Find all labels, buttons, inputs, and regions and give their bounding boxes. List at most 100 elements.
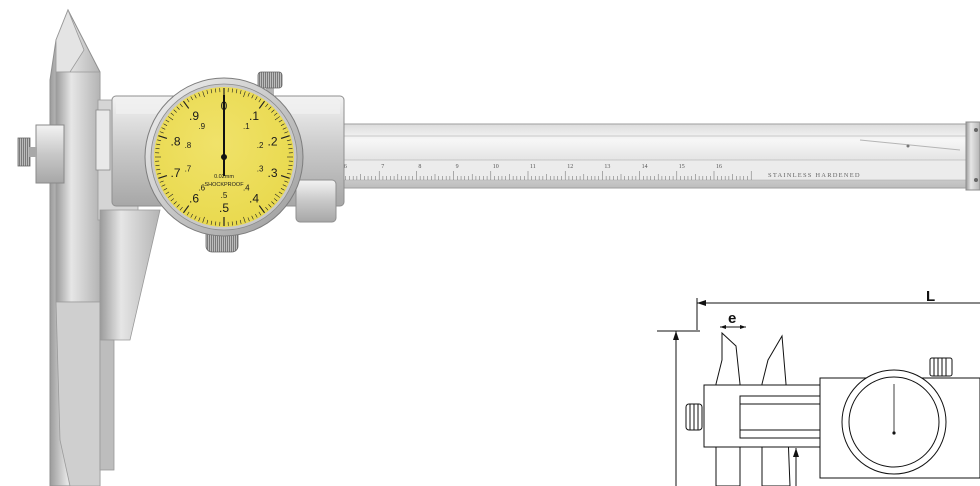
dial-tick — [155, 148, 160, 150]
dial-tick — [179, 206, 183, 211]
dial-tick — [161, 184, 166, 187]
dial-inner-number: .1 — [243, 122, 250, 131]
dial-tick — [286, 139, 291, 142]
dial-tick — [179, 103, 183, 108]
dial-inner-number: .5 — [221, 191, 228, 200]
dial-inner-number: .8 — [185, 141, 192, 150]
dial-tick — [258, 100, 266, 109]
dial-tick — [190, 213, 193, 218]
dial-inner-number: .3 — [257, 165, 264, 174]
dial-tick — [206, 90, 209, 95]
dial-inner-number: .2 — [257, 141, 264, 150]
dial-tick — [210, 89, 213, 94]
dial-tick — [186, 211, 190, 216]
beam-scale-number: 10 — [493, 164, 499, 170]
dial-tick — [182, 100, 190, 109]
dial-tick — [173, 201, 177, 205]
dial-tick — [286, 172, 291, 175]
dial-numbers: 0.1.2.3.4.5.6.7.8.9.9.8.7.6.5.4.3.2.1 — [170, 99, 277, 215]
dial-number: .2 — [267, 134, 277, 148]
dial-tick — [274, 193, 280, 198]
dial-tick — [243, 91, 246, 98]
dial-tick — [251, 215, 254, 220]
dial-tick — [155, 164, 160, 166]
dial-ticks — [155, 88, 293, 226]
beam-scale-number: 14 — [642, 164, 648, 170]
dial-tick — [163, 188, 168, 191]
dial-tick — [255, 96, 258, 101]
dial-tick — [271, 201, 275, 205]
dial-tick — [235, 220, 238, 225]
dial-tick — [163, 123, 168, 126]
dial-tick — [271, 109, 275, 113]
dial-tick — [273, 198, 278, 202]
dial-tick — [190, 96, 193, 101]
dial-inner-number: .7 — [185, 165, 192, 174]
dial-tick — [173, 109, 177, 113]
beam-engraving: STAINLESS HARDENED — [768, 172, 861, 179]
dial-tick — [255, 213, 258, 218]
dial-number: .3 — [267, 166, 277, 180]
dial-brand-label: SHOCKPROOF — [204, 182, 244, 188]
dial-number: .1 — [249, 109, 259, 123]
beam-scale-number: 16 — [716, 164, 722, 170]
beam-scale-number: 6 — [344, 164, 347, 170]
technical-drawing: L e — [657, 288, 980, 486]
dial-tick — [284, 180, 289, 183]
dial-tick — [157, 139, 162, 142]
dial-tick — [282, 184, 287, 187]
dial-tick — [258, 98, 262, 103]
dial-tick — [210, 220, 213, 225]
dial-tick — [247, 92, 250, 97]
dial-tick — [186, 98, 190, 103]
dial-tick — [198, 92, 201, 97]
left-lock-screw — [17, 124, 65, 184]
dial-tick — [280, 123, 285, 126]
dial-tick — [278, 119, 283, 123]
dial-needle-hub — [221, 154, 227, 160]
dial-tick — [215, 88, 217, 93]
dial-tick — [170, 112, 175, 116]
dial-number: .8 — [170, 134, 180, 148]
fixed-jaw — [49, 8, 101, 486]
dial-tick — [157, 172, 162, 175]
dial-tick — [265, 103, 269, 108]
dial-number: .7 — [170, 166, 180, 180]
dial-tick — [170, 198, 175, 202]
dial-tick — [258, 205, 266, 214]
dial-tick — [158, 174, 168, 179]
dial-tick — [156, 143, 161, 146]
beam-scale-number: 15 — [679, 164, 685, 170]
beam-end-cap — [965, 121, 980, 191]
dial-tick — [280, 174, 290, 179]
dimension-label-e: e — [728, 310, 736, 327]
dial-tick — [176, 106, 180, 110]
dial-tick — [194, 94, 197, 99]
beam-scale-number: 12 — [567, 164, 573, 170]
dial-tick — [239, 90, 242, 95]
dial-resolution-label: 0.02mm — [214, 174, 234, 180]
dial-tick — [284, 131, 289, 134]
dial-number: .9 — [189, 109, 199, 123]
dial-tick — [280, 135, 290, 140]
dial-tick — [194, 215, 197, 220]
dial-number: .6 — [189, 192, 199, 206]
dial-tick — [288, 164, 293, 166]
dial-tick — [159, 131, 164, 134]
dial-tick — [165, 119, 170, 123]
dial-gauge: 0.1.2.3.4.5.6.7.8.9.9.8.7.6.5.4.3.2.1 0.… — [144, 77, 304, 237]
dial-tick — [282, 127, 287, 130]
dial-tick — [247, 217, 250, 222]
dial-tick — [158, 135, 168, 140]
dial-tick — [235, 89, 238, 94]
dial-tick — [198, 217, 201, 222]
dial-tick — [176, 204, 180, 208]
beam-scale-number: 13 — [604, 164, 610, 170]
dial-number: .4 — [249, 192, 259, 206]
dial-number: .5 — [219, 201, 229, 215]
dial-tick — [231, 88, 233, 93]
dial-tick — [287, 168, 292, 171]
